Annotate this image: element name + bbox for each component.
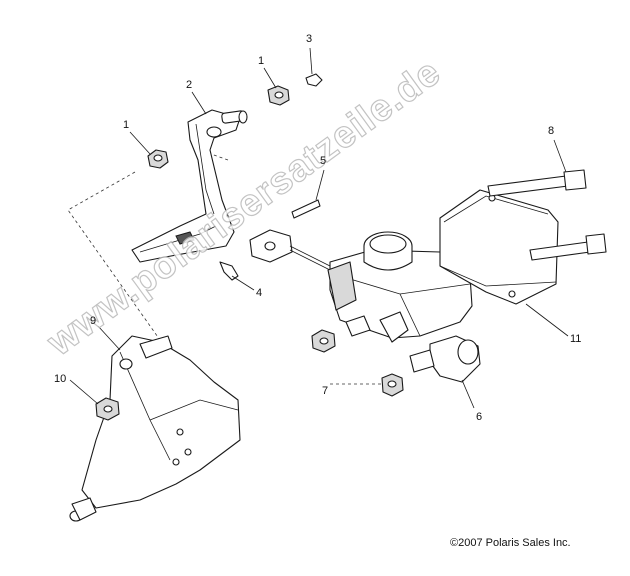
callout-2: 2 bbox=[186, 79, 193, 91]
callout-8: 8 bbox=[548, 125, 555, 137]
callout-1-top: 1 bbox=[258, 55, 265, 67]
leader-11 bbox=[525, 303, 569, 337]
nut-7-left bbox=[311, 329, 336, 353]
brake-pedal bbox=[131, 109, 248, 263]
leader-1a bbox=[129, 131, 151, 155]
leader-1b bbox=[263, 67, 277, 89]
leader-6 bbox=[461, 379, 475, 409]
nut-7-right bbox=[381, 373, 404, 397]
pin bbox=[291, 199, 321, 219]
retaining-clip bbox=[305, 73, 323, 87]
leader-8 bbox=[553, 139, 567, 173]
callout-5: 5 bbox=[320, 155, 327, 167]
nut-left bbox=[147, 149, 169, 169]
push-rod bbox=[249, 229, 331, 271]
leader-9 bbox=[97, 325, 121, 351]
pedal-mount-bracket bbox=[69, 335, 241, 522]
leader-4 bbox=[231, 275, 255, 291]
copyright-notice: ©2007 Polaris Sales Inc. bbox=[450, 537, 571, 549]
leader-5 bbox=[315, 169, 325, 201]
callout-9: 9 bbox=[90, 315, 97, 327]
clevis-pin bbox=[219, 261, 239, 281]
callout-4: 4 bbox=[256, 287, 263, 299]
leader-10 bbox=[69, 379, 99, 405]
bolt-upper bbox=[487, 169, 587, 197]
nut-top bbox=[267, 85, 290, 106]
dashed-guide-left bbox=[67, 171, 161, 341]
callout-3: 3 bbox=[306, 33, 313, 45]
callout-7: 7 bbox=[322, 385, 329, 397]
master-cylinder bbox=[327, 231, 481, 383]
leader-2 bbox=[191, 91, 207, 115]
callout-11: 11 bbox=[570, 333, 582, 345]
leader-3 bbox=[309, 47, 313, 75]
mounting-bracket bbox=[439, 189, 559, 305]
bolt-lower bbox=[529, 233, 607, 261]
callout-1-left: 1 bbox=[123, 119, 130, 131]
callout-6: 6 bbox=[476, 411, 483, 423]
nut-10 bbox=[95, 397, 120, 421]
callout-10: 10 bbox=[54, 373, 67, 385]
